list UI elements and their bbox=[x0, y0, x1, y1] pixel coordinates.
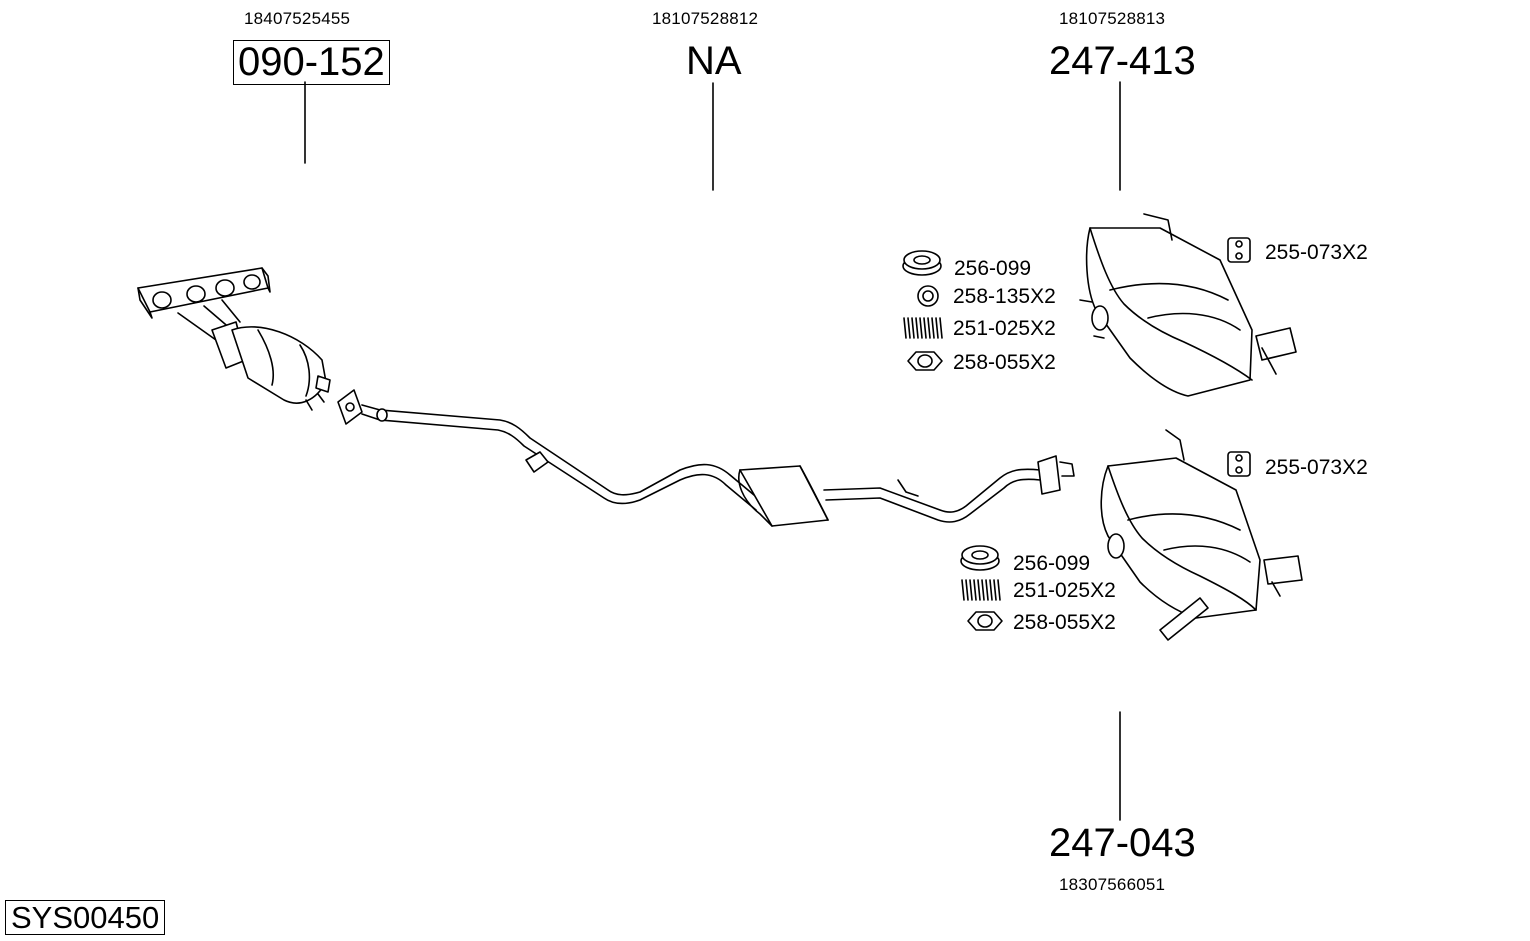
part-number-p4[interactable]: 247-043 bbox=[1049, 821, 1196, 865]
spring-icon bbox=[961, 579, 1001, 601]
gasket-ring-icon bbox=[902, 250, 942, 276]
part-number-p2[interactable]: NA bbox=[686, 39, 742, 83]
hex-nut-icon bbox=[967, 611, 1003, 631]
gasket-ring-icon bbox=[960, 545, 1000, 571]
manifold-catalyst-part bbox=[137, 267, 331, 411]
rubber-hanger-icon bbox=[1227, 451, 1251, 477]
rubber-hanger-icon bbox=[1227, 237, 1251, 263]
part-oe-number-p2: 18107528812 bbox=[652, 9, 759, 28]
part-number-p1[interactable]: 090-152 bbox=[233, 40, 390, 85]
part-oe-number-p1: 18407525455 bbox=[244, 9, 351, 28]
front-pipe-part bbox=[337, 389, 761, 511]
accessory-code[interactable]: 258-135X2 bbox=[953, 285, 1056, 308]
part-oe-number-p4: 18307566051 bbox=[1059, 875, 1166, 894]
center-muffler-part bbox=[738, 465, 829, 527]
system-id: SYS00450 bbox=[5, 900, 166, 935]
accessory-code[interactable]: 256-099 bbox=[1013, 552, 1091, 575]
accessory-code[interactable]: 251-025X2 bbox=[953, 317, 1056, 340]
accessory-code[interactable]: 251-025X2 bbox=[1013, 579, 1116, 602]
rear-muffler-top-part bbox=[1079, 213, 1297, 397]
small-ring-icon bbox=[917, 285, 939, 307]
hanger-code-top[interactable]: 255-073X2 bbox=[1265, 241, 1368, 264]
accessory-code[interactable]: 258-055X2 bbox=[1013, 611, 1116, 634]
hex-nut-icon bbox=[907, 351, 943, 371]
part-oe-number-p3: 18107528813 bbox=[1059, 9, 1166, 28]
rear-muffler-bottom-part bbox=[1100, 429, 1303, 641]
accessory-code[interactable]: 258-055X2 bbox=[953, 351, 1056, 374]
mid-pipe-part bbox=[823, 455, 1075, 523]
accessory-code[interactable]: 256-099 bbox=[954, 257, 1032, 280]
part-number-p3[interactable]: 247-413 bbox=[1049, 39, 1196, 83]
hanger-code-bottom[interactable]: 255-073X2 bbox=[1265, 456, 1368, 479]
spring-icon bbox=[903, 317, 943, 339]
